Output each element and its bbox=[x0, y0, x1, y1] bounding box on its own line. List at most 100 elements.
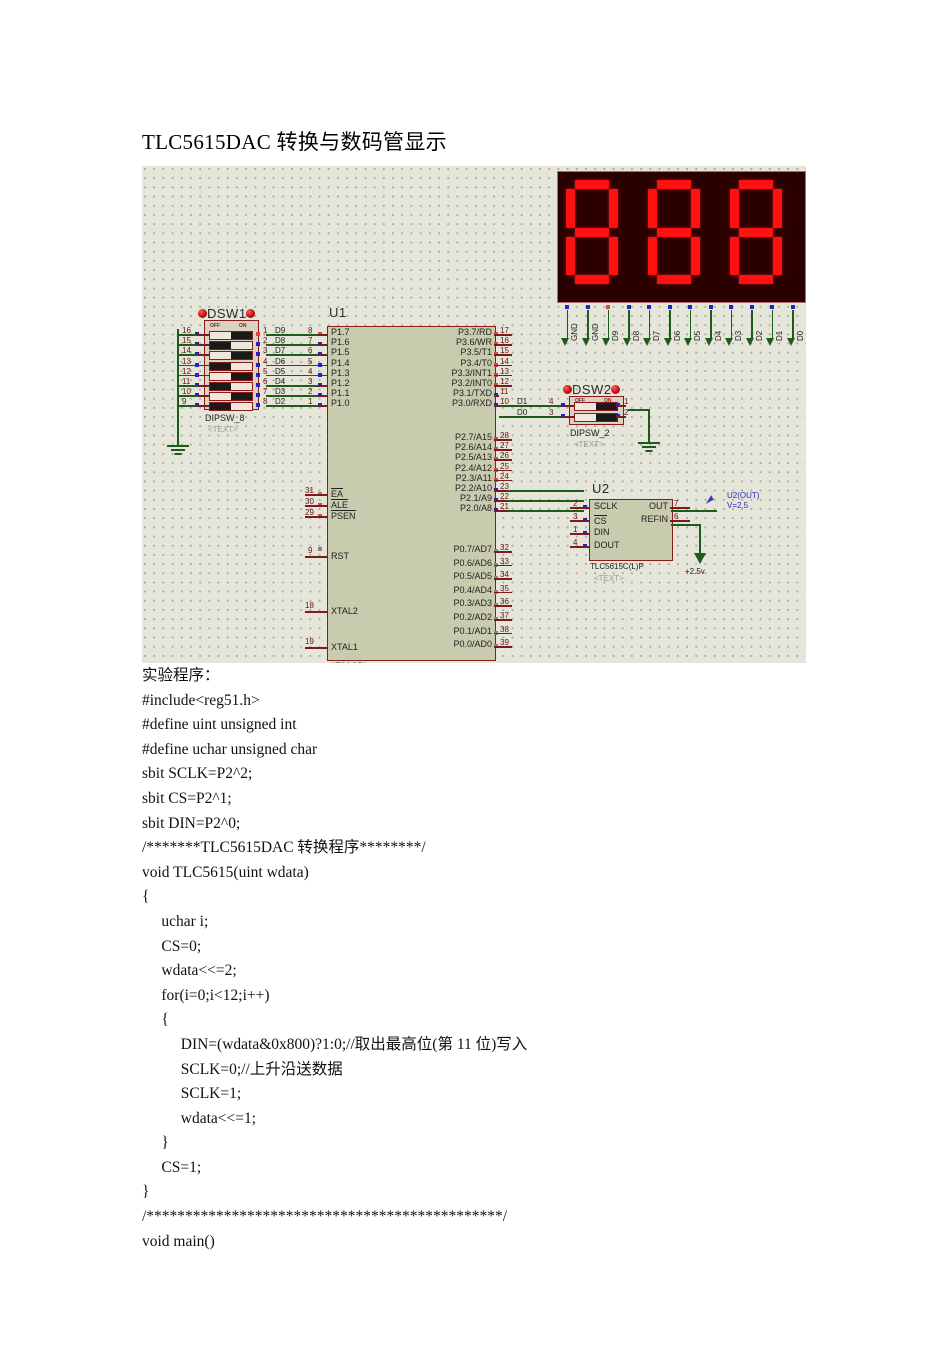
dsw2-text-placeholder: <TEXT> bbox=[574, 440, 604, 449]
dsw1-right-pinnum-2: 2 bbox=[263, 336, 268, 346]
dsw1-switch-2[interactable] bbox=[209, 341, 253, 351]
u1-p3-pinnum-17: 17 bbox=[500, 326, 509, 335]
segment-a-digit-1 bbox=[575, 180, 609, 189]
segment-b-digit-2 bbox=[691, 189, 700, 228]
u1-p1-pinnum-4: 4 bbox=[308, 366, 313, 376]
dsw2-on-label: ON bbox=[604, 398, 612, 404]
dsw2-switch-2[interactable] bbox=[574, 413, 618, 422]
dsw1-right-pinnum-6: 6 bbox=[263, 377, 268, 386]
u1-ctrl-pinnum-31: 31 bbox=[305, 486, 314, 495]
display-pin-wire-2 bbox=[607, 310, 609, 340]
u1-p0-pinnum-33: 33 bbox=[500, 556, 509, 566]
u1-p0-pinnum-39: 39 bbox=[500, 638, 509, 648]
dsw1-switch-5[interactable] bbox=[209, 371, 253, 381]
display-pin-label-6: D5 bbox=[693, 330, 702, 341]
dsw1-switch-7[interactable] bbox=[209, 392, 253, 402]
u1-p0-pinnum-32: 32 bbox=[500, 543, 509, 552]
dsw1-left-wire-16 bbox=[177, 334, 197, 336]
display-pad-d3-8 bbox=[729, 305, 733, 309]
dsw1-switch-knob-7 bbox=[231, 393, 252, 401]
u1-p1-stub-5 bbox=[318, 364, 328, 367]
u1-p3-label-P3-6-WR: P3.6/WR bbox=[455, 337, 492, 348]
u2-body[interactable] bbox=[589, 499, 673, 561]
display-pad-d6-5 bbox=[667, 305, 672, 309]
u1-p3-stub-11 bbox=[494, 395, 499, 397]
u1-rst-pad bbox=[318, 547, 322, 551]
segment-f-digit-3 bbox=[730, 189, 739, 228]
u1-p3-pinnum-10: 10 bbox=[500, 397, 509, 407]
u1-p0-stub-35 bbox=[494, 591, 512, 594]
dsw1-switch-8[interactable] bbox=[209, 402, 253, 412]
dsw2-off-label: OFF bbox=[575, 398, 585, 404]
u1-p2-stub-21 bbox=[494, 510, 512, 512]
u2-right-label-OUT: OUT bbox=[649, 501, 668, 511]
u1-xtal1-label: XTAL1 bbox=[331, 642, 358, 652]
u1-p3-label-P3-1-TXD: P3.1/TXD bbox=[452, 388, 492, 399]
program-heading: 实验程序： bbox=[142, 667, 220, 684]
dsw1-switch-4[interactable] bbox=[209, 361, 253, 371]
dsw1-to-u1-wire-8 bbox=[266, 334, 318, 336]
code-line-17: SCLK=1; bbox=[142, 1085, 242, 1103]
dsw1-switch-1[interactable] bbox=[209, 331, 253, 340]
code-line-23: void main() bbox=[142, 1232, 215, 1250]
u1-p3-label-P3-5-T1: P3.5/T1 bbox=[460, 347, 492, 358]
dsw1-net-label-D9: D9 bbox=[275, 326, 286, 335]
u1-p0-label-P0-0-AD0: P0.0/AD0 bbox=[453, 639, 492, 650]
u1-p3-stub-12 bbox=[494, 385, 512, 387]
dsw2-right-stub-1 bbox=[616, 405, 626, 407]
dsw2-switch-1[interactable] bbox=[574, 402, 618, 411]
display-pin-label-11: D0 bbox=[795, 330, 805, 341]
code-line-11: CS=0; bbox=[142, 937, 202, 955]
dsw1-right-pad-1 bbox=[256, 332, 260, 336]
segment-g-digit-3 bbox=[739, 227, 773, 237]
segment-d-digit-2 bbox=[657, 275, 691, 284]
u1-p2-label-P2-4-A12: P2.4/A12 bbox=[454, 462, 492, 473]
u1-p2-label-P2-7-A15: P2.7/A15 bbox=[454, 432, 492, 442]
dsw1-switch-6[interactable] bbox=[209, 382, 253, 391]
segment-f-digit-1 bbox=[566, 189, 575, 228]
u1-p1-pinnum-8: 8 bbox=[308, 326, 313, 335]
u1-p0-stub-37 bbox=[494, 619, 512, 621]
program-listing: 实验程序： #include<reg51.h>#define uint unsi… bbox=[142, 664, 842, 1254]
dsw1-to-u1-wire-3 bbox=[266, 385, 318, 387]
u2-supply-label: +2.5v bbox=[685, 567, 705, 576]
display-ground-arrow-0 bbox=[561, 338, 569, 346]
u1-p1-stub-3 bbox=[318, 385, 328, 387]
u1-body[interactable] bbox=[327, 326, 496, 661]
dsw1-terminal-left bbox=[198, 309, 207, 318]
display-pad-d5-6 bbox=[688, 305, 692, 309]
dsw1-left-stub-13 bbox=[197, 364, 209, 367]
code-line-18: wdata<<=1; bbox=[142, 1109, 257, 1127]
voltage-probe-icon bbox=[703, 495, 714, 504]
u1-p0-label-P0-1-AD1: P0.1/AD1 bbox=[453, 625, 492, 636]
display-ground-arrow-9 bbox=[745, 338, 754, 346]
code-line-8: void TLC5615(uint wdata) bbox=[142, 863, 309, 881]
dsw2-switch-knob-1 bbox=[596, 403, 617, 410]
u1-p0-stub-33 bbox=[494, 564, 512, 567]
dsw1-switch-3[interactable] bbox=[209, 351, 253, 361]
code-line-9: { bbox=[142, 888, 150, 906]
display-pin-label-1: GND bbox=[590, 323, 600, 341]
segment-g-digit-1 bbox=[575, 227, 609, 237]
u1-p2-label-P2-2-A10: P2.2/A10 bbox=[454, 483, 492, 493]
u1-p2-pinnum-24: 24 bbox=[500, 471, 509, 481]
u1-ctrl-label-ALE: ALE bbox=[331, 499, 349, 510]
segment-d-digit-1 bbox=[575, 275, 609, 284]
u1-p2-label-P2-0-A8: P2.0/A8 bbox=[459, 503, 492, 514]
u1-p0-label-P0-5-AD5: P0.5/AD5 bbox=[453, 571, 492, 582]
u1-p3-label-P3-4-T0: P3.4/T0 bbox=[460, 357, 492, 368]
u1-xtal2-pin: 18 bbox=[305, 601, 314, 610]
display-pin-wire-1 bbox=[587, 310, 589, 340]
u1-p3-stub-13 bbox=[494, 374, 512, 377]
display-pin-wire-3 bbox=[628, 310, 630, 340]
u1-p2-stub-23 bbox=[494, 490, 512, 492]
display-pin-label-8: D3 bbox=[734, 330, 743, 341]
u1-p1-stub-7 bbox=[318, 344, 328, 346]
dsw1-right-pinnum-5: 5 bbox=[263, 366, 268, 376]
display-pin-wire-4 bbox=[648, 310, 650, 340]
segment-f-digit-2 bbox=[648, 189, 657, 228]
display-ground-arrow-10 bbox=[766, 338, 774, 346]
u2-left-label-CS: CS bbox=[594, 515, 607, 526]
dsw1-left-stub-11 bbox=[197, 385, 209, 387]
u1-xtal2-label: XTAL2 bbox=[331, 606, 358, 616]
